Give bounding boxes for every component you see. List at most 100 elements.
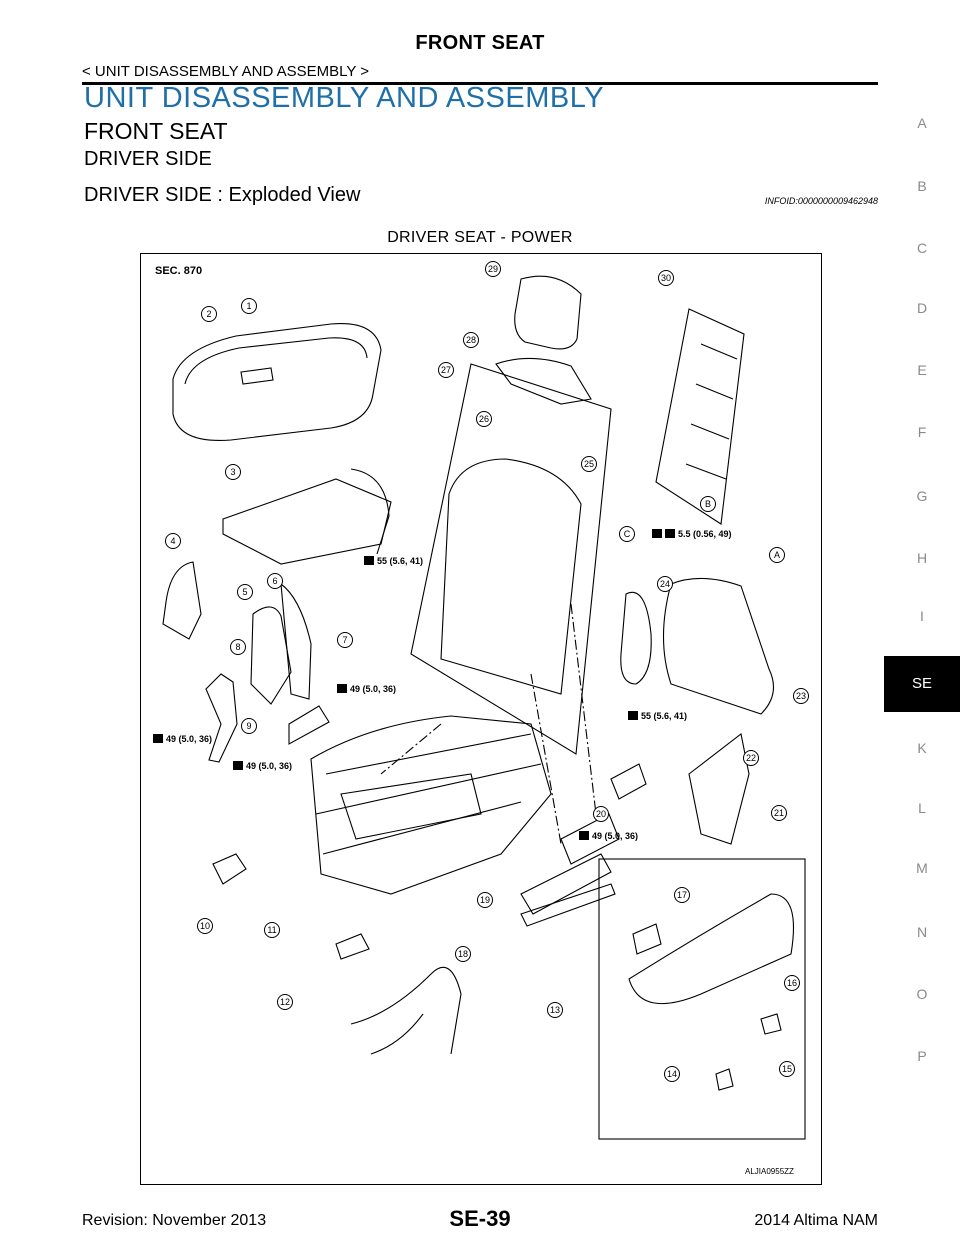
section-tab-i[interactable]: I	[920, 608, 924, 624]
svg-text:17: 17	[677, 890, 687, 900]
callout-1: 1	[241, 298, 257, 314]
torque-icon	[233, 761, 243, 770]
callout-24: 24	[657, 576, 673, 592]
torque-icon	[665, 529, 675, 538]
callout-3: 3	[225, 464, 241, 480]
torque-label: 55 (5.6, 41)	[641, 711, 687, 721]
callout-b: B	[700, 496, 716, 512]
section-tab-f[interactable]: F	[917, 424, 927, 440]
svg-text:B: B	[705, 499, 711, 509]
svg-text:4: 4	[170, 536, 175, 546]
svg-text:19: 19	[480, 895, 490, 905]
callout-19: 19	[477, 892, 493, 908]
callout-23: 23	[793, 688, 809, 704]
torque-label: 49 (5.0, 36)	[350, 684, 396, 694]
torque-labels: 5.5 (0.56, 49) 55 (5.6, 41) 55 (5.6, 41)…	[153, 529, 732, 841]
svg-text:21: 21	[774, 808, 784, 818]
topic-heading: DRIVER SIDE : Exploded View	[84, 184, 361, 206]
svg-text:24: 24	[660, 579, 670, 589]
callout-20: 20	[593, 806, 609, 822]
svg-text:3: 3	[230, 467, 235, 477]
callout-12: 12	[277, 994, 293, 1010]
torque-icon	[652, 529, 662, 538]
section-heading: UNIT DISASSEMBLY AND ASSEMBLY	[84, 82, 605, 114]
svg-text:23: 23	[796, 691, 806, 701]
svg-text:16: 16	[787, 978, 797, 988]
section-tab-k[interactable]: K	[917, 740, 927, 756]
callout-28: 28	[463, 332, 479, 348]
callout-16: 16	[784, 975, 800, 991]
callout-11: 11	[264, 922, 280, 938]
callout-8: 8	[230, 639, 246, 655]
svg-text:14: 14	[667, 1069, 677, 1079]
svg-text:29: 29	[488, 264, 498, 274]
callout-17: 17	[674, 887, 690, 903]
page-header-title: FRONT SEAT	[415, 32, 545, 54]
callout-29: 29	[485, 261, 501, 277]
section-tab-n[interactable]: N	[916, 924, 928, 940]
callout-26: 26	[476, 411, 492, 427]
torque-label: 49 (5.0, 36)	[592, 831, 638, 841]
svg-text:2: 2	[206, 309, 211, 319]
svg-text:C: C	[624, 529, 631, 539]
torque-label: 49 (5.0, 36)	[246, 761, 292, 771]
callout-2: 2	[201, 306, 217, 322]
section-tab-m[interactable]: M	[916, 860, 928, 876]
callout-18: 18	[455, 946, 471, 962]
figure-title: DRIVER SEAT - POWER	[387, 229, 573, 246]
callout-6: 6	[267, 573, 283, 589]
svg-text:13: 13	[550, 1005, 560, 1015]
torque-label: 49 (5.0, 36)	[166, 734, 212, 744]
section-tab-a[interactable]: A	[917, 115, 927, 131]
svg-text:1: 1	[246, 301, 251, 311]
svg-text:8: 8	[235, 642, 240, 652]
svg-text:25: 25	[584, 459, 594, 469]
section-tab-se[interactable]: SE	[884, 656, 960, 712]
section-tab-e[interactable]: E	[917, 362, 927, 378]
section-tab-c[interactable]: C	[916, 240, 928, 256]
torque-icon	[337, 684, 347, 693]
page-number: SE-39	[449, 1206, 511, 1231]
section-tab-g[interactable]: G	[916, 488, 928, 504]
svg-text:20: 20	[596, 809, 606, 819]
callout-7: 7	[337, 632, 353, 648]
section-tab-l[interactable]: L	[918, 800, 926, 816]
svg-text:26: 26	[479, 414, 489, 424]
revision-date: Revision: November 2013	[82, 1212, 267, 1229]
torque-icon	[364, 556, 374, 565]
section-number-label: SEC. 870	[155, 265, 202, 277]
callout-21: 21	[771, 805, 787, 821]
vehicle-model: 2014 Altima NAM	[754, 1212, 878, 1229]
callout-10: 10	[197, 918, 213, 934]
seat-parts-drawing	[162, 275, 806, 1140]
section-tab-h[interactable]: H	[916, 550, 928, 566]
callout-27: 27	[438, 362, 454, 378]
torque-label: 5.5 (0.56, 49)	[678, 529, 732, 539]
section-tab-p[interactable]: P	[917, 1048, 927, 1064]
callout-13: 13	[547, 1002, 563, 1018]
header-rule	[82, 82, 878, 85]
subsection-heading: FRONT SEAT	[84, 118, 228, 144]
svg-text:18: 18	[458, 949, 468, 959]
callout-30: 30	[658, 270, 674, 286]
svg-text:6: 6	[272, 576, 277, 586]
svg-text:9: 9	[246, 721, 251, 731]
info-id: INFOID:0000000009462948	[764, 196, 878, 206]
section-tab-b[interactable]: B	[917, 178, 927, 194]
svg-text:11: 11	[267, 925, 276, 935]
callout-22: 22	[743, 750, 759, 766]
callout-14: 14	[664, 1066, 680, 1082]
svg-text:22: 22	[746, 753, 756, 763]
torque-icon	[579, 831, 589, 840]
svg-text:7: 7	[342, 635, 347, 645]
page-header-section: < UNIT DISASSEMBLY AND ASSEMBLY >	[82, 63, 370, 80]
svg-text:12: 12	[280, 997, 290, 1007]
svg-text:27: 27	[441, 365, 451, 375]
section-tab-o[interactable]: O	[916, 986, 928, 1002]
section-tab-d[interactable]: D	[916, 300, 928, 316]
svg-text:A: A	[774, 550, 780, 560]
callout-a: A	[769, 547, 785, 563]
callout-4: 4	[165, 533, 181, 549]
